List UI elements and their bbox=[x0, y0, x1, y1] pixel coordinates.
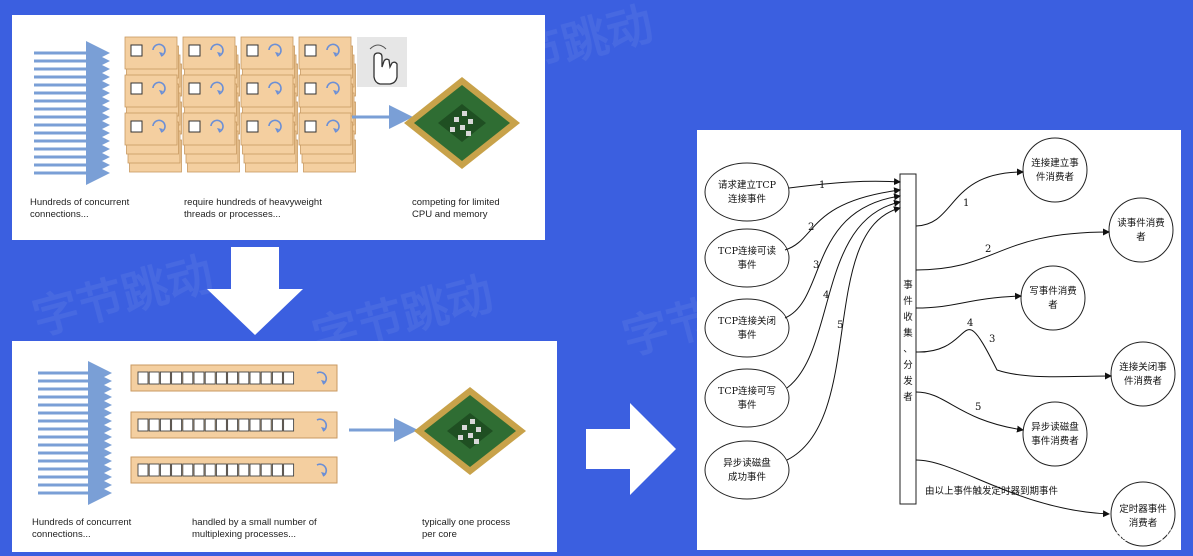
source-label-2b: 事件 bbox=[737, 259, 757, 271]
source-number-1: 1 bbox=[819, 180, 825, 191]
source-connectors bbox=[784, 178, 901, 461]
consumer-number-3: 3 bbox=[989, 334, 995, 345]
consumer-connectors bbox=[915, 168, 1112, 518]
cpu-chip-icon bbox=[414, 387, 526, 475]
hand-cursor-icon bbox=[357, 37, 407, 87]
timer-note: 由以上事件触发定时器到期事件 bbox=[925, 485, 1059, 497]
consumer-number-4: 4 bbox=[967, 318, 973, 329]
site-watermark: @稀土掘金技术社区 bbox=[1061, 529, 1179, 544]
consumer-number-1: 1 bbox=[963, 198, 969, 209]
consumer-node-1: 连接建立事 件消费者 bbox=[1022, 137, 1088, 203]
source-number-3: 3 bbox=[813, 260, 819, 271]
consumer-number-5: 5 bbox=[975, 402, 981, 413]
source-node-5: 异步读磁盘 成功事件 bbox=[704, 440, 790, 500]
consumer-node-6: 定时器事件 消费者 bbox=[1110, 481, 1176, 547]
source-node-3: TCP连接关闭 事件 bbox=[704, 298, 790, 358]
thread-model-threads-caption: require hundreds of heavyweight threads … bbox=[184, 197, 322, 220]
consumer-label-6b: 消费者 bbox=[1129, 517, 1158, 529]
consumer-label-6a: 定时器事件 bbox=[1119, 503, 1167, 515]
multiplex-processes-caption: handled by a small number of multiplexin… bbox=[192, 517, 317, 540]
dispatcher-char: 者 bbox=[903, 392, 913, 403]
source-label-3a: TCP连接关闭 bbox=[718, 315, 776, 327]
consumer-label-4b: 件消费者 bbox=[1124, 375, 1162, 387]
consumer-label-1a: 连接建立事 bbox=[1031, 157, 1079, 169]
source-label-2a: TCP连接可读 bbox=[718, 245, 776, 257]
consumer-label-5a: 异步读磁盘 bbox=[1031, 421, 1079, 433]
consumer-node-5: 异步读磁盘 事件消费者 bbox=[1022, 401, 1088, 467]
consumer-label-1b: 件消费者 bbox=[1036, 171, 1074, 183]
consumer-label-2b: 者 bbox=[1136, 232, 1146, 243]
consumer-node-3: 写事件消费 者 bbox=[1020, 265, 1086, 331]
multiplex-cpu-caption: typically one process per core bbox=[422, 517, 511, 540]
consumer-label-3b: 者 bbox=[1048, 300, 1058, 311]
source-label-5b: 成功事件 bbox=[728, 471, 767, 483]
dispatcher-char: 分 bbox=[903, 360, 913, 371]
source-label-3b: 事件 bbox=[737, 329, 757, 341]
source-node-2: TCP连接可读 事件 bbox=[704, 228, 790, 288]
dispatcher-char: 发 bbox=[903, 375, 913, 387]
connection-arrows-icon bbox=[34, 41, 110, 185]
down-arrow-icon bbox=[207, 247, 303, 335]
source-node-4: TCP连接可写 事件 bbox=[704, 368, 790, 428]
event-diagram-panel: 事件收集、分发者 请求建立TCP 连接事件 TCP连接可读 事件 TCP连接关闭… bbox=[697, 130, 1181, 550]
background-watermark: 字节跳动 bbox=[26, 246, 219, 346]
dispatcher-char: 件 bbox=[903, 295, 913, 307]
consumer-label-4a: 连接关闭事 bbox=[1119, 361, 1167, 373]
consumer-label-3a: 写事件消费 bbox=[1029, 285, 1077, 297]
consumer-node-4: 连接关闭事 件消费者 bbox=[1110, 341, 1176, 407]
multiplex-model-panel: Hundreds of concurrent connections... ha… bbox=[12, 341, 557, 552]
consumer-label-5b: 事件消费者 bbox=[1031, 435, 1079, 447]
source-node-1: 请求建立TCP 连接事件 bbox=[704, 162, 790, 222]
source-label-1b: 连接事件 bbox=[728, 193, 767, 205]
source-number-2: 2 bbox=[808, 222, 814, 233]
source-number-5: 5 bbox=[837, 320, 843, 331]
dispatcher-char: 集 bbox=[903, 327, 913, 339]
dispatcher-char: 、 bbox=[903, 344, 913, 355]
source-label-4a: TCP连接可写 bbox=[718, 385, 776, 397]
thread-model-panel: Hundreds of concurrent connections... re… bbox=[12, 15, 545, 240]
multiplex-queue-icon bbox=[130, 364, 338, 484]
multiplex-connections-caption: Hundreds of concurrent connections... bbox=[32, 517, 132, 540]
source-label-1a: 请求建立TCP bbox=[718, 179, 777, 191]
cpu-chip-icon bbox=[404, 77, 520, 169]
thread-boxes-icon bbox=[124, 36, 356, 173]
source-number-4: 4 bbox=[823, 290, 829, 301]
dispatcher-char: 收 bbox=[903, 311, 913, 323]
right-arrow-icon bbox=[586, 403, 676, 495]
connection-arrows-icon bbox=[38, 361, 112, 505]
thread-model-cpu-caption: competing for limited CPU and memory bbox=[412, 197, 500, 220]
dispatcher-char: 事 bbox=[903, 279, 913, 291]
dispatcher-bar bbox=[899, 173, 917, 505]
thread-model-connections-caption: Hundreds of concurrent connections... bbox=[30, 197, 130, 220]
consumer-label-2a: 读事件消费 bbox=[1117, 217, 1165, 229]
consumer-node-2: 读事件消费 者 bbox=[1108, 197, 1174, 263]
source-label-4b: 事件 bbox=[737, 399, 757, 411]
consumer-number-2: 2 bbox=[985, 244, 991, 255]
source-label-5a: 异步读磁盘 bbox=[723, 457, 771, 469]
